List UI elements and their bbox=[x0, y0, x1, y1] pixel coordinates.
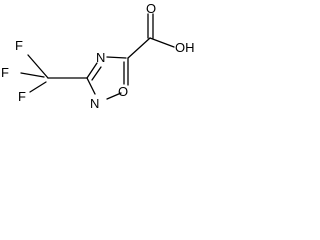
atom-o1: O bbox=[118, 84, 128, 99]
atom-oh: OH bbox=[175, 40, 195, 55]
bond-o1-n2 bbox=[106, 92, 122, 100]
atom-o-carbonyl: O bbox=[146, 1, 156, 16]
bonds bbox=[20, 13, 175, 100]
bond-c3-n4-double bbox=[91, 66, 102, 81]
atom-n4: N bbox=[96, 50, 105, 65]
bond-f2-cf3 bbox=[20, 72, 45, 78]
atom-f1: F bbox=[15, 38, 23, 53]
bond-cooh-oh bbox=[149, 37, 175, 48]
bond-c5-cooh bbox=[127, 37, 151, 59]
atom-f2: F bbox=[1, 65, 9, 80]
atom-labels: F F F N O N OH O bbox=[1, 1, 195, 111]
bond-c3-n4 bbox=[86, 62, 98, 79]
bond-f1-cf3 bbox=[27, 54, 49, 79]
bond-f3-cf3 bbox=[29, 81, 47, 93]
structure-diagram: F F F N O N OH O bbox=[1, 1, 195, 111]
bond-n4-c5 bbox=[106, 56, 127, 59]
atom-f3: F bbox=[18, 89, 26, 104]
atom-n2: N bbox=[90, 96, 99, 111]
bond-n2-c3 bbox=[86, 77, 96, 95]
